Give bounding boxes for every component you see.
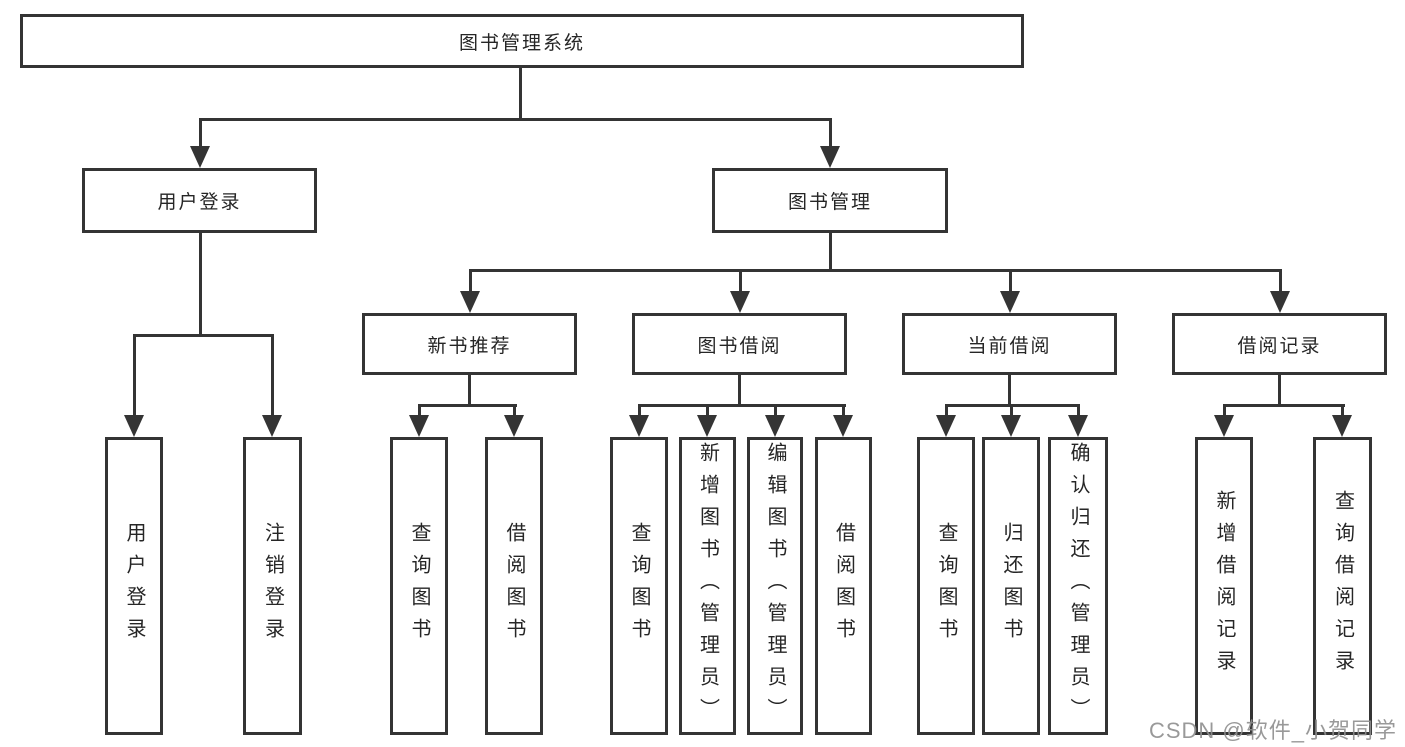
node-book-borrow: 图书借阅 bbox=[632, 313, 847, 375]
connector-leaf-logout-drop bbox=[271, 336, 274, 419]
connector-bb-add-drop bbox=[706, 405, 709, 419]
connector-new-books-stem bbox=[468, 373, 471, 407]
connector-nb-query-drop bbox=[418, 405, 421, 419]
leaf-label: 归还图书 bbox=[1000, 522, 1022, 650]
connector-bb-query-drop bbox=[638, 405, 641, 419]
connector-book-mgmt-drop bbox=[829, 119, 832, 149]
node-label: 新书推荐 bbox=[427, 335, 512, 357]
connector-user-login-stem bbox=[199, 231, 202, 337]
arrowhead-bb-add bbox=[697, 415, 717, 437]
connector-book-borrow-drop bbox=[739, 271, 742, 295]
leaf-label: 查询图书 bbox=[935, 522, 957, 650]
node-label: 借阅记录 bbox=[1237, 335, 1322, 357]
leaf-user-login: 用户登录 bbox=[105, 437, 163, 735]
connector-level2-rail bbox=[469, 269, 1282, 272]
node-label: 图书管理 bbox=[787, 192, 872, 213]
leaf-br-query-record: 查询借阅记录 bbox=[1313, 437, 1372, 735]
connector-borrow-records-stem bbox=[1278, 373, 1281, 407]
connector-book-borrow-stem bbox=[738, 373, 741, 407]
node-label: 用户登录 bbox=[157, 192, 242, 213]
connector-cb-confirm-drop bbox=[1077, 405, 1080, 419]
leaf-cb-confirm-return: 确认归还（管理员） bbox=[1048, 437, 1108, 735]
leaf-nb-query-books: 查询图书 bbox=[390, 437, 448, 735]
arrowhead-book-borrow bbox=[730, 291, 750, 313]
connector-bb-borrow-drop bbox=[842, 405, 845, 419]
node-label: 图书借阅 bbox=[697, 335, 782, 357]
connector-current-borrow-stem bbox=[1008, 373, 1011, 407]
arrowhead-cb-query bbox=[936, 415, 956, 437]
node-user-login: 用户登录 bbox=[82, 168, 317, 233]
leaf-bb-edit-books: 编辑图书（管理员） bbox=[747, 437, 803, 735]
arrowhead-leaf-logout bbox=[262, 415, 282, 437]
arrowhead-nb-borrow bbox=[504, 415, 524, 437]
leaf-label: 借阅图书 bbox=[503, 522, 525, 650]
leaf-label: 新增图书（管理员） bbox=[696, 442, 719, 730]
leaf-label: 注销登录 bbox=[261, 522, 284, 650]
arrowhead-book-mgmt bbox=[820, 146, 840, 168]
connector-cb-query-drop bbox=[945, 405, 948, 419]
connector-user-login-rail bbox=[133, 334, 274, 337]
leaf-label: 编辑图书（管理员） bbox=[764, 442, 786, 730]
leaf-cb-return-books: 归还图书 bbox=[982, 437, 1040, 735]
connector-br-query-drop bbox=[1341, 405, 1344, 419]
arrowhead-cb-return bbox=[1001, 415, 1021, 437]
arrowhead-br-add bbox=[1214, 415, 1234, 437]
leaf-bb-query-books: 查询图书 bbox=[610, 437, 668, 735]
connector-cb-return-drop bbox=[1010, 405, 1013, 419]
leaf-label: 查询图书 bbox=[628, 522, 650, 650]
leaf-nb-borrow-books: 借阅图书 bbox=[485, 437, 543, 735]
arrowhead-bb-query bbox=[629, 415, 649, 437]
arrowhead-borrow-records bbox=[1270, 291, 1290, 313]
leaf-bb-borrow-books: 借阅图书 bbox=[815, 437, 872, 735]
node-root: 图书管理系统 bbox=[20, 14, 1024, 68]
arrowhead-new-books bbox=[460, 291, 480, 313]
arrowhead-leaf-login bbox=[124, 415, 144, 437]
leaf-br-add-record: 新增借阅记录 bbox=[1195, 437, 1253, 735]
leaf-label: 用户登录 bbox=[123, 522, 145, 650]
connector-current-borrow-drop bbox=[1009, 271, 1012, 295]
arrowhead-br-query bbox=[1332, 415, 1352, 437]
arrowhead-current-borrow bbox=[1000, 291, 1020, 313]
connector-new-books-rail bbox=[418, 404, 517, 407]
connector-root-stem bbox=[519, 66, 522, 121]
leaf-bb-add-books: 新增图书（管理员） bbox=[679, 437, 736, 735]
connector-leaf-login-drop bbox=[133, 336, 136, 419]
leaf-label: 确认归还（管理员） bbox=[1067, 442, 1089, 730]
arrowhead-nb-query bbox=[409, 415, 429, 437]
leaf-label: 查询图书 bbox=[408, 522, 430, 650]
node-current-borrow: 当前借阅 bbox=[902, 313, 1117, 375]
node-book-mgmt: 图书管理 bbox=[712, 168, 948, 233]
leaf-logout: 注销登录 bbox=[243, 437, 302, 735]
connector-book-borrow-rail bbox=[638, 404, 846, 407]
leaf-label: 新增借阅记录 bbox=[1213, 490, 1235, 682]
node-label: 当前借阅 bbox=[967, 335, 1052, 357]
leaf-label: 查询借阅记录 bbox=[1331, 490, 1354, 682]
connector-borrow-records-drop bbox=[1279, 271, 1282, 295]
connector-user-login-drop bbox=[199, 119, 202, 149]
arrowhead-bb-borrow bbox=[833, 415, 853, 437]
connector-level1-rail bbox=[199, 118, 832, 121]
connector-new-books-drop bbox=[469, 271, 472, 295]
arrowhead-bb-edit bbox=[765, 415, 785, 437]
connector-borrow-records-rail bbox=[1223, 404, 1345, 407]
arrowhead-cb-confirm bbox=[1068, 415, 1088, 437]
connector-nb-borrow-drop bbox=[513, 405, 516, 419]
connector-book-mgmt-stem bbox=[829, 231, 832, 272]
node-new-book-recommend: 新书推荐 bbox=[362, 313, 577, 375]
node-label: 图书管理系统 bbox=[458, 32, 585, 54]
node-borrow-records: 借阅记录 bbox=[1172, 313, 1387, 375]
leaf-cb-query-books: 查询图书 bbox=[917, 437, 975, 735]
connector-bb-edit-drop bbox=[774, 405, 777, 419]
arrowhead-user-login bbox=[190, 146, 210, 168]
leaf-label: 借阅图书 bbox=[832, 522, 855, 650]
connector-br-add-drop bbox=[1223, 405, 1226, 419]
watermark-text: CSDN @软件_小贺同学 bbox=[1148, 718, 1397, 743]
